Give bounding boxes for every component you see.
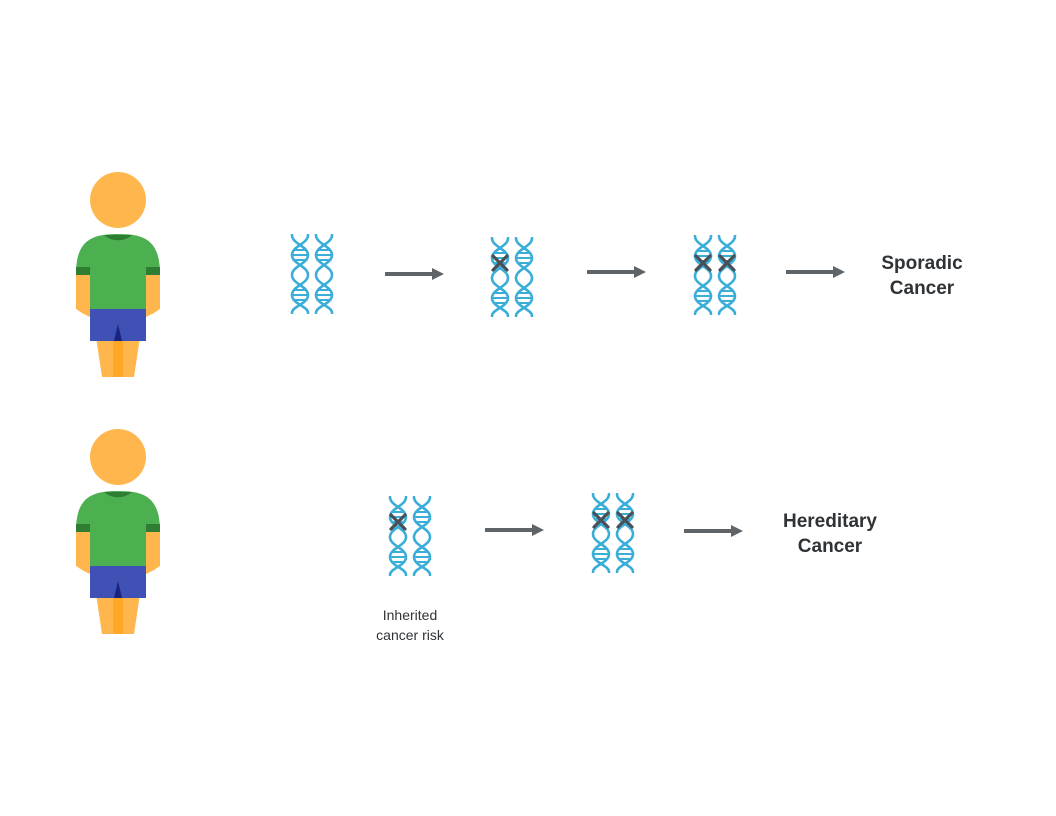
caption-line: cancer risk	[376, 627, 444, 643]
arrow-right-icon	[384, 266, 447, 282]
outcome-label-sporadic: Sporadic Cancer	[866, 251, 978, 301]
dna-icon	[488, 236, 538, 318]
outcome-label-hereditary: Hereditary Cancer	[766, 509, 894, 559]
arrow-right-icon	[586, 264, 649, 280]
outcome-label-line: Cancer	[797, 536, 863, 557]
arrow-right-icon	[683, 523, 746, 539]
dna-icon	[589, 492, 639, 574]
outcome-label-line: Sporadic	[881, 253, 963, 274]
arrow-right-icon	[785, 264, 848, 280]
person-icon	[76, 172, 166, 382]
arrow-right-icon	[484, 522, 547, 538]
caption-line: Inherited	[382, 607, 438, 623]
dna-icon	[288, 233, 338, 315]
dna-icon	[386, 495, 436, 577]
outcome-label-line: Hereditary	[783, 511, 877, 532]
outcome-label-line: Cancer	[889, 278, 955, 299]
person-icon	[76, 429, 166, 639]
inherited-risk-caption: Inherited cancer risk	[360, 605, 460, 645]
dna-icon	[691, 234, 741, 316]
